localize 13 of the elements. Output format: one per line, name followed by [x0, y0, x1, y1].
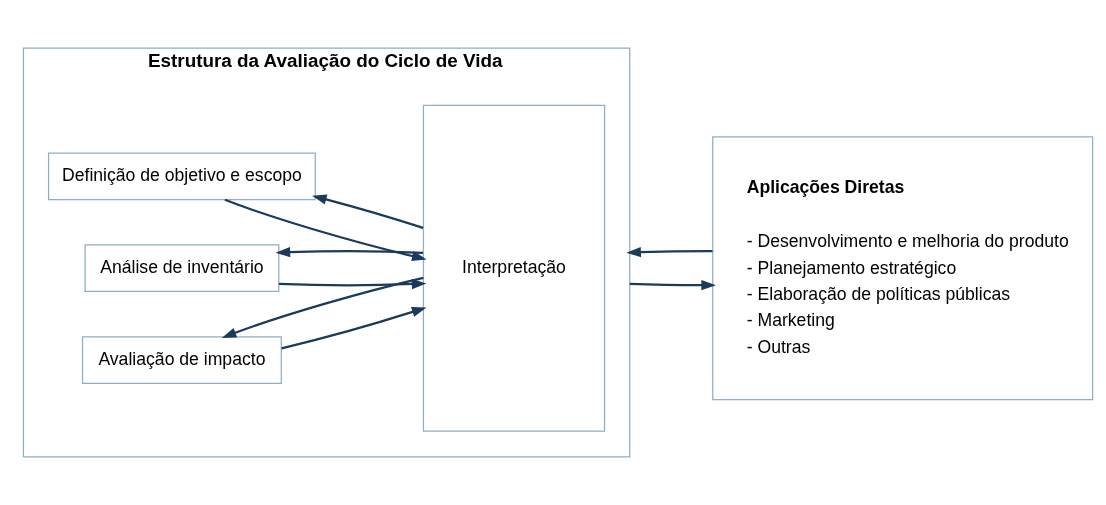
node-box: Avaliação de impacto [81, 336, 282, 384]
arrow [281, 307, 427, 350]
arrow [275, 247, 423, 258]
arrow [278, 278, 427, 290]
node-box: Interpretação [422, 104, 606, 432]
node-box: Análise de inventário [84, 244, 280, 293]
arrow [312, 194, 424, 229]
node-box: Definição de objetivo e escopo [47, 152, 316, 201]
arrow [221, 276, 424, 338]
arrow [224, 198, 427, 262]
node-box: Aplicações Diretas - Desenvolvimento e melhoria do produto - Planejamento estratégico - Elaboração de políticas públicas - Marketing - Outras [712, 136, 1094, 401]
arrow [626, 247, 713, 258]
arrow [629, 280, 716, 291]
